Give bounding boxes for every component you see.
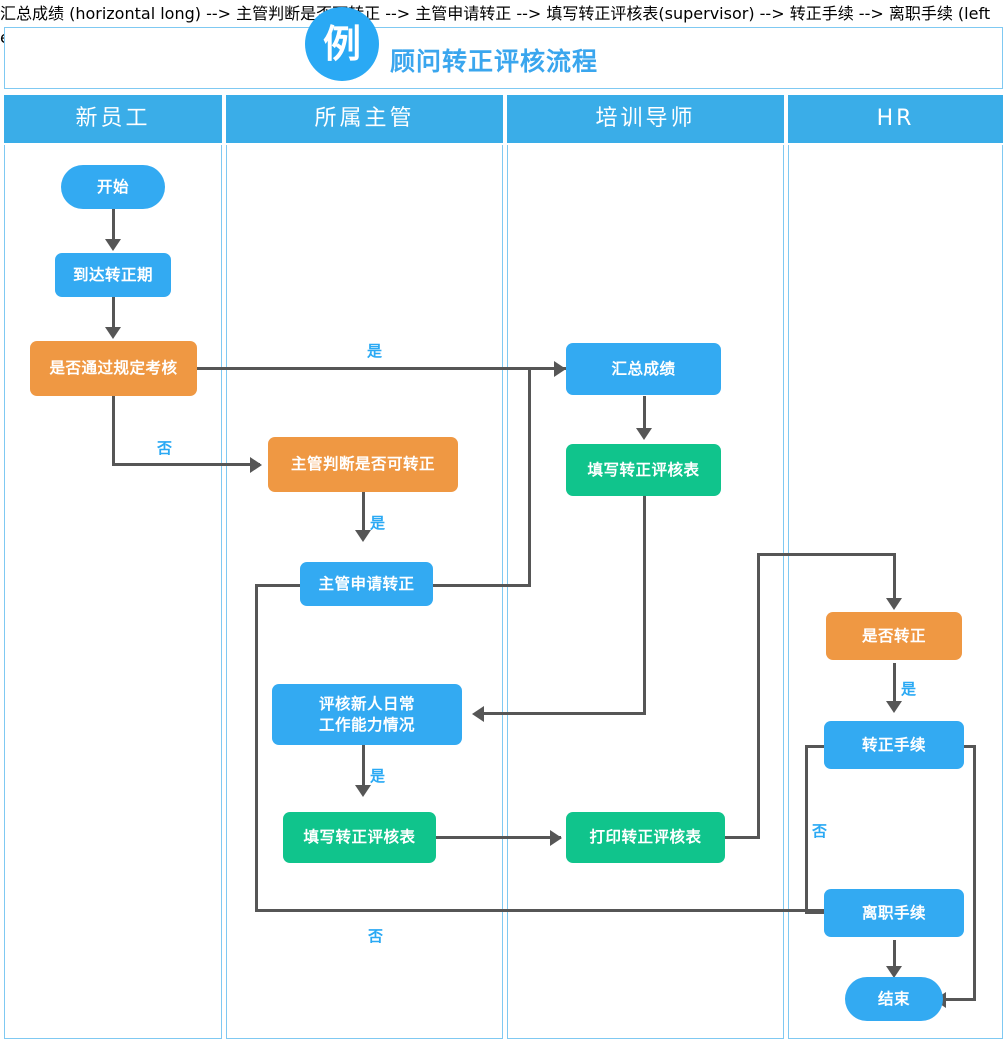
- arrowhead-leave-to-end: [886, 966, 902, 978]
- node-print-form[interactable]: 打印转正评核表: [566, 812, 725, 863]
- edge-label-yes-assess: 是: [370, 767, 386, 785]
- edge-print-up: [757, 553, 760, 839]
- node-end[interactable]: 结束: [845, 977, 943, 1021]
- arrowhead-confirm-yes: [886, 701, 902, 713]
- arrowhead-start-to-reach: [105, 239, 121, 251]
- arrowhead-judge-yes: [355, 530, 371, 542]
- edge-regular-no-down: [805, 745, 808, 913]
- edge-confirm-yes-down: [893, 663, 896, 705]
- edge-label-no-regular: 否: [812, 822, 828, 840]
- node-start[interactable]: 开始: [61, 165, 165, 209]
- edge-reach-to-exam: [112, 297, 115, 331]
- edge-exam-no-right: [112, 463, 260, 466]
- edge-label-yes-judge: 是: [370, 514, 386, 532]
- arrowhead-print-to-confirm: [886, 598, 902, 610]
- edge-assess-yes-down: [362, 745, 365, 789]
- edge-bottomloop-right: [255, 909, 840, 912]
- edge-regular-into-end: [946, 998, 976, 1001]
- arrowhead-exam-yes-to-summary: [554, 361, 566, 377]
- edge-regular-no-into-leave: [805, 911, 840, 914]
- node-regular-procedure[interactable]: 转正手续: [824, 721, 964, 769]
- lane-header-supervisor: 所属主管: [226, 95, 503, 143]
- edge-label-yes-exam: 是: [367, 342, 383, 360]
- node-assess-daily-ability[interactable]: 评核新人日常 工作能力情况: [272, 684, 462, 745]
- edge-exam-no-down: [112, 396, 115, 466]
- node-pass-required-exam[interactable]: 是否通过规定考核: [30, 341, 197, 396]
- arrowhead-summary-to-fill: [636, 428, 652, 440]
- lane-header-training-mentor: 培训导师: [507, 95, 784, 143]
- node-supervisor-apply[interactable]: 主管申请转正: [300, 562, 433, 606]
- edge-judge-yes-down: [362, 492, 365, 534]
- edge-label-no-exam: 否: [157, 439, 173, 457]
- node-reach-probation-end[interactable]: 到达转正期: [55, 253, 171, 297]
- edge-start-to-reach: [112, 209, 115, 243]
- edge-apply-to-riser: [433, 584, 531, 587]
- edge-exam-yes-to-summary: [196, 367, 566, 370]
- lane-header-hr: HR: [788, 95, 1003, 143]
- node-supervisor-judge[interactable]: 主管判断是否可转正: [268, 437, 458, 492]
- node-confirm-regular[interactable]: 是否转正: [826, 612, 962, 660]
- edge-print-top-right: [757, 553, 896, 556]
- lane-header-new-employee: 新员工: [4, 95, 222, 143]
- assess-line-1: 评核新人日常: [318, 694, 415, 713]
- edge-leave-to-end: [893, 940, 896, 970]
- title-band: [4, 27, 1003, 89]
- edge-bottomloop-from-apply: [255, 584, 305, 587]
- edge-label-yes-confirm: 是: [901, 680, 917, 698]
- assess-line-2: 工作能力情况: [318, 715, 415, 734]
- node-leave-procedure[interactable]: 离职手续: [824, 889, 964, 937]
- page-title: 顾问转正评核流程: [390, 47, 599, 76]
- edge-mentorfill-down: [643, 496, 646, 714]
- node-summary-score[interactable]: 汇总成绩: [566, 343, 721, 395]
- node-fill-form-mentor[interactable]: 填写转正评核表: [566, 444, 721, 496]
- edge-apply-riser-up: [528, 367, 531, 587]
- edge-regular-right-down: [973, 745, 976, 1000]
- edge-mentorfill-left: [483, 712, 646, 715]
- example-badge: 例: [305, 7, 379, 81]
- edge-label-no-bottom: 否: [368, 927, 384, 945]
- edge-summary-to-fill: [643, 396, 646, 432]
- edge-supfill-to-print: [436, 836, 561, 839]
- arrowhead-assess-yes: [355, 785, 371, 797]
- edge-print-right: [725, 836, 760, 839]
- arrowhead-supfill-to-print: [550, 830, 562, 846]
- edge-bottomloop-down: [255, 584, 258, 912]
- arrowhead-exam-no: [250, 457, 262, 473]
- arrowhead-mentorfill-to-assess: [472, 706, 484, 722]
- arrowhead-reach-to-exam: [105, 327, 121, 339]
- node-fill-form-supervisor[interactable]: 填写转正评核表: [283, 812, 436, 863]
- edge-print-down-to-confirm: [893, 553, 896, 603]
